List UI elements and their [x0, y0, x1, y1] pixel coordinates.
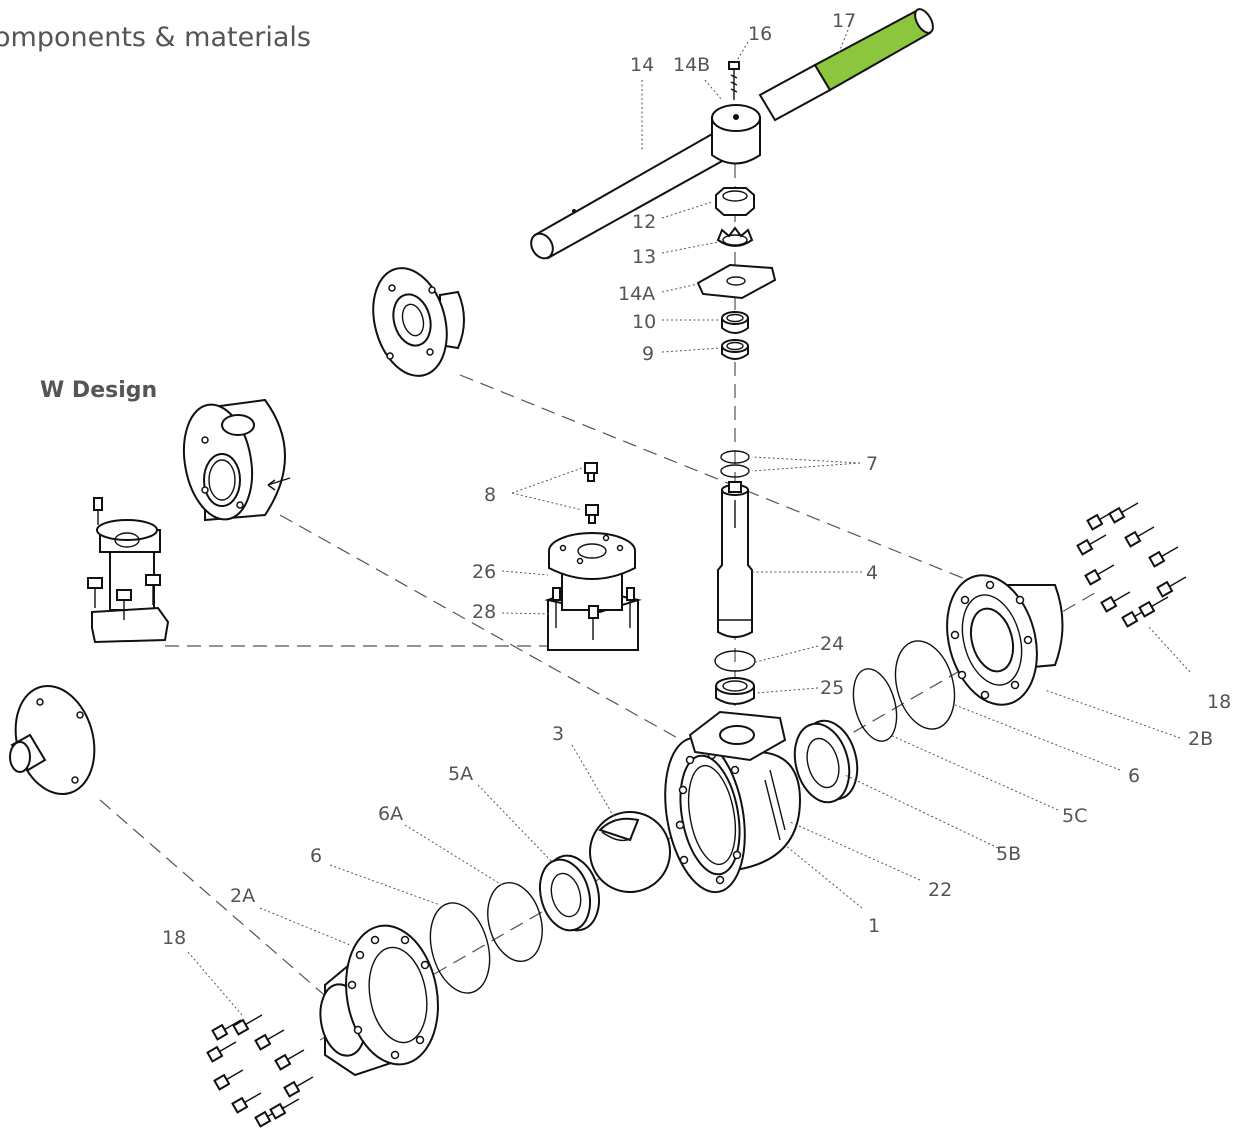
page-title: omponents & materials	[0, 22, 311, 53]
label-8: 8	[484, 484, 496, 506]
screw-16	[728, 61, 740, 100]
end-connection-flange-alt	[372, 267, 465, 377]
label-13: 13	[632, 246, 656, 268]
w-design-body	[182, 398, 291, 522]
label-6A: 6A	[378, 803, 403, 825]
label-17: 17	[832, 10, 856, 32]
label-26: 26	[472, 561, 496, 583]
label-7: 7	[866, 453, 878, 475]
w-design-extension	[87, 497, 170, 644]
label-5C: 5C	[1062, 805, 1087, 827]
nut-12	[715, 187, 755, 216]
end-connection-2A	[319, 924, 439, 1077]
extension-bonnet-26	[544, 532, 642, 651]
thrust-washer-24	[714, 650, 756, 672]
lever-handle	[530, 8, 934, 260]
label-18-right: 18	[1207, 691, 1231, 713]
o-rings-7	[720, 450, 750, 478]
label-18-left: 18	[162, 927, 186, 949]
end-connection-2B	[946, 574, 1064, 706]
label-2A: 2A	[230, 885, 255, 907]
label-2B: 2B	[1188, 728, 1213, 750]
bolts-28	[552, 587, 635, 640]
label-12: 12	[632, 211, 656, 233]
label-25: 25	[820, 677, 844, 699]
bushing-9	[721, 339, 749, 360]
seat-5A	[539, 854, 600, 932]
bolts-18-right	[1076, 502, 1187, 628]
label-10: 10	[632, 311, 656, 333]
ball-3	[589, 811, 671, 893]
seal-5C	[852, 668, 898, 742]
bushing-10	[721, 311, 749, 334]
label-14: 14	[630, 54, 654, 76]
label-5B: 5B	[996, 843, 1021, 865]
valve-body-1	[664, 710, 802, 894]
label-24: 24	[820, 633, 844, 655]
gasket-6-left	[429, 902, 491, 994]
bolts-18-left	[206, 1014, 314, 1128]
stem-4	[717, 481, 753, 638]
label-14A: 14A	[618, 283, 655, 305]
w-design-label: W Design	[40, 378, 158, 403]
label-6-right: 6	[1128, 765, 1140, 787]
label-22: 22	[928, 879, 952, 901]
part-labels: 14 14B 16 17 12 13 14A 10 9 7 8 26 28 4 …	[162, 10, 1231, 949]
lever-head-14B	[711, 104, 761, 165]
label-14B: 14B	[673, 54, 710, 76]
gasket-6-right	[894, 640, 956, 730]
gland-25	[715, 677, 755, 705]
stop-plate-14A	[696, 263, 777, 300]
lock-washer-13	[716, 226, 754, 247]
label-9: 9	[642, 343, 654, 365]
label-28: 28	[472, 601, 496, 623]
end-connection-flange-left	[9, 684, 96, 796]
label-6-left: 6	[310, 845, 322, 867]
label-5A: 5A	[448, 763, 473, 785]
label-3: 3	[552, 723, 564, 745]
seat-5B	[793, 719, 859, 804]
ring-6A	[487, 882, 543, 962]
label-1: 1	[868, 915, 880, 937]
label-4: 4	[866, 562, 878, 584]
label-16: 16	[748, 23, 772, 45]
leader-lines	[187, 29, 1191, 1016]
plugs-8	[584, 462, 599, 524]
